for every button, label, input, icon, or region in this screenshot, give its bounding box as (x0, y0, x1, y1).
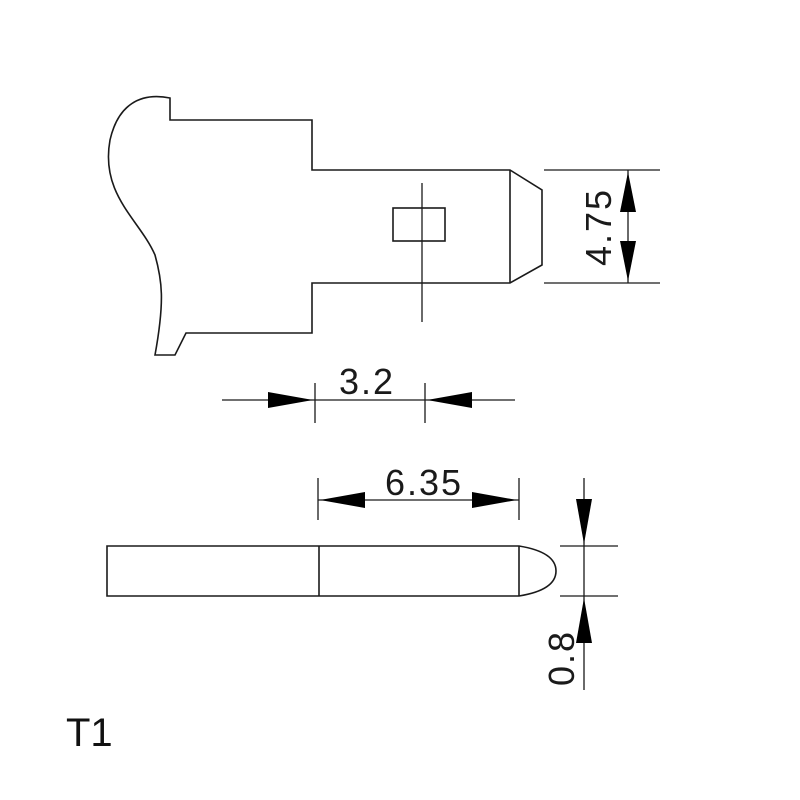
dimension-label-tab-width: 4.75 (578, 188, 619, 266)
tab-hole (392, 207, 446, 242)
terminal-side-outline (106, 545, 557, 597)
arrow-right (472, 492, 517, 508)
terminal-top-view (107, 95, 543, 356)
part-label: T1 (66, 711, 113, 755)
terminal-side-view (106, 545, 557, 597)
arrow-up (620, 172, 636, 212)
dimension-label-tab-length: 6.35 (385, 462, 463, 503)
arrow-up (576, 598, 592, 643)
dimension-thickness: 0.8 (541, 478, 618, 690)
arrow-left (427, 392, 472, 408)
dimension-label-thickness: 0.8 (541, 630, 582, 686)
dimension-tab-width: 4.75 (544, 169, 660, 284)
arrow-down (620, 241, 636, 281)
arrow-right (268, 392, 313, 408)
arrow-down (576, 499, 592, 544)
dimension-label-hole-offset: 3.2 (339, 361, 395, 402)
dimension-hole-offset: 3.2 (222, 361, 515, 423)
arrow-left (320, 492, 365, 508)
terminal-top-outline (107, 95, 543, 356)
dimension-tab-length: 6.35 (317, 462, 520, 520)
